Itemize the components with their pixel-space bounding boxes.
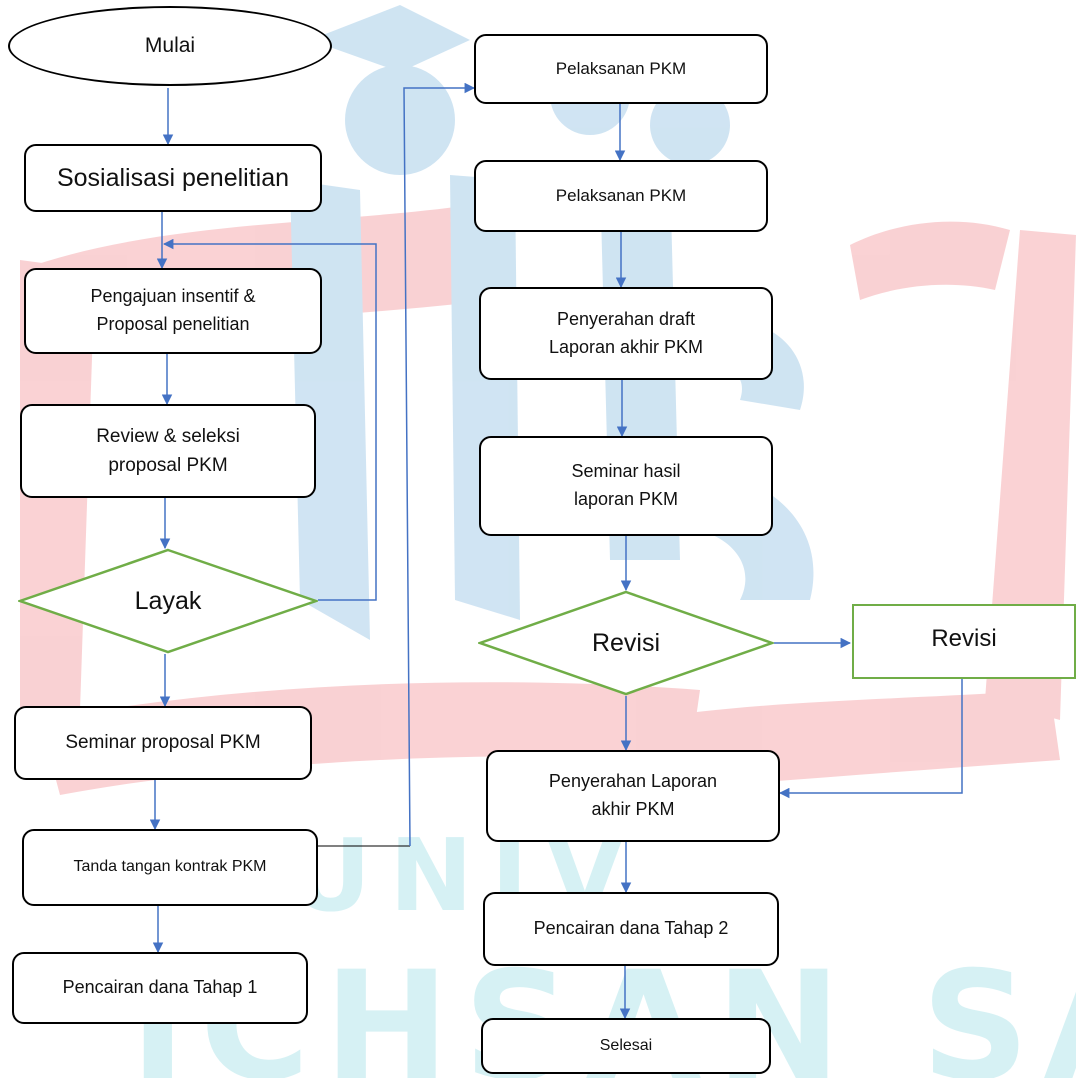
diamond-shape bbox=[478, 590, 774, 696]
process-label: Review & seleksi proposal PKM bbox=[96, 425, 240, 476]
process-tanda-tangan: Tanda tangan kontrak PKM bbox=[22, 829, 318, 906]
process-label: Pengajuan insentif & Proposal penelitian bbox=[90, 286, 256, 334]
process-label: Pelaksanan PKM bbox=[555, 185, 687, 205]
process-pencairan-1: Pencairan dana Tahap 1 bbox=[12, 952, 308, 1024]
process-pengajuan: Pengajuan insentif & Proposal penelitian bbox=[24, 268, 322, 354]
process-revisi: Revisi bbox=[852, 604, 1076, 679]
process-label: Penyerahan Laporan akhir PKM bbox=[548, 771, 718, 819]
process-pelaksanan-1: Pelaksanan PKM bbox=[474, 34, 768, 104]
process-label: Pencairan dana Tahap 2 bbox=[533, 918, 729, 939]
arrow-pencairan1-to-pelaksanan bbox=[403, 82, 476, 847]
process-label: Pelaksanan PKM bbox=[555, 58, 687, 78]
diamond-shape bbox=[18, 548, 318, 654]
process-seminar-proposal: Seminar proposal PKM bbox=[14, 706, 312, 780]
arrow-layak-loop-back bbox=[162, 238, 377, 601]
process-penyerahan-laporan: Penyerahan Laporan akhir PKM bbox=[486, 750, 780, 842]
process-label: Pencairan dana Tahap 1 bbox=[62, 977, 258, 998]
decision-label: Layak bbox=[134, 586, 202, 615]
start-terminal: Mulai bbox=[8, 6, 332, 86]
process-label: Seminar hasil laporan PKM bbox=[571, 461, 681, 509]
arrow-revisi-box-to-penyerahan bbox=[778, 679, 963, 799]
decision-layak: Layak bbox=[18, 548, 318, 654]
end-label: Selesai bbox=[599, 1036, 653, 1054]
process-penyerahan-draft: Penyerahan draft Laporan akhir PKM bbox=[479, 287, 773, 380]
process-label: Seminar proposal PKM bbox=[65, 732, 261, 754]
decision-label: Revisi bbox=[591, 628, 661, 657]
process-label: Revisi bbox=[931, 625, 997, 652]
process-label: Sosialisasi penelitian bbox=[56, 163, 290, 192]
process-label: Penyerahan draft Laporan akhir PKM bbox=[548, 308, 704, 357]
end-selesai: Selesai bbox=[481, 1018, 771, 1074]
process-pencairan-2: Pencairan dana Tahap 2 bbox=[483, 892, 779, 966]
process-pelaksanan-2: Pelaksanan PKM bbox=[474, 160, 768, 232]
process-sosialisasi: Sosialisasi penelitian bbox=[24, 144, 322, 212]
process-review: Review & seleksi proposal PKM bbox=[20, 404, 316, 498]
process-seminar-hasil: Seminar hasil laporan PKM bbox=[479, 436, 773, 536]
decision-revisi: Revisi bbox=[478, 590, 774, 696]
start-label: Mulai bbox=[144, 33, 196, 57]
process-label: Tanda tangan kontrak PKM bbox=[73, 858, 267, 876]
